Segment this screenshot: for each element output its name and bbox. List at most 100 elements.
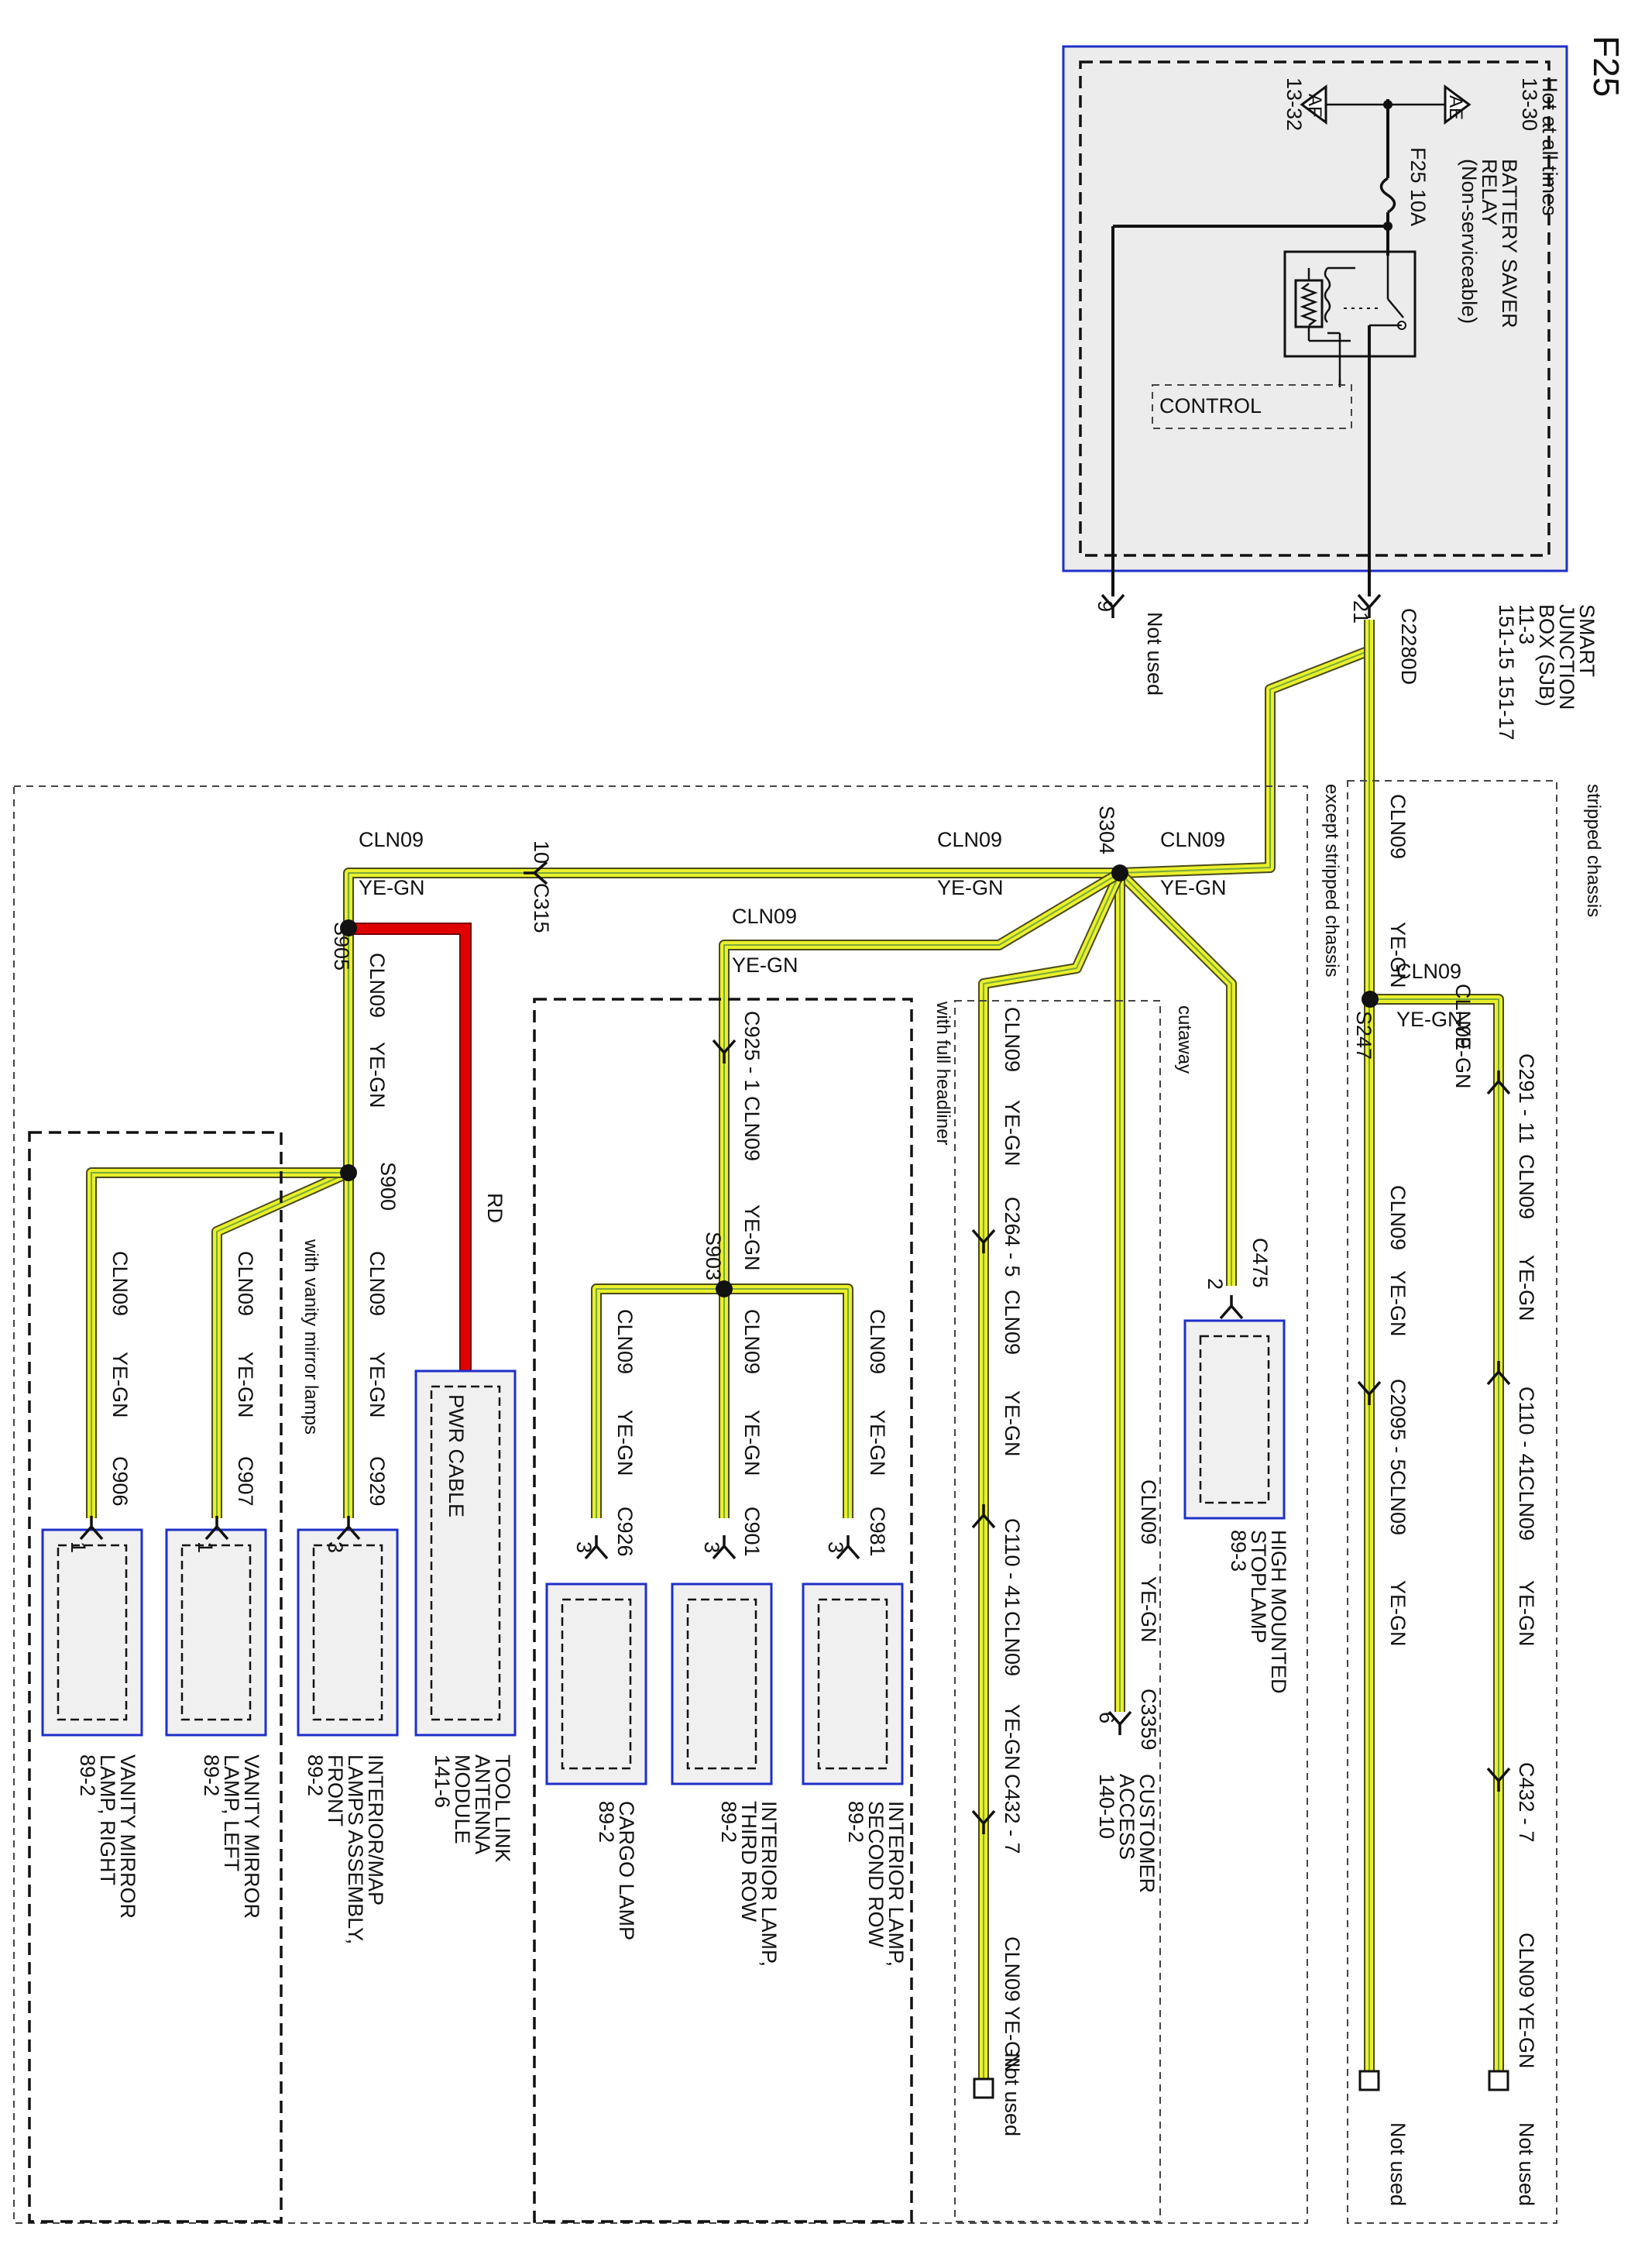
wire-label-circuit: CLN09: [740, 1309, 764, 1374]
hot-at-all-times-label: Hot at all times: [1538, 77, 1561, 216]
c925-label: C925 - 1: [740, 1011, 764, 1091]
wire-label: YE-GN: [359, 876, 425, 899]
wire-label-color: YE-GN: [366, 1352, 389, 1418]
diagram-title: F25: [1586, 36, 1626, 97]
wire-label-circuit: CLN09: [1001, 1007, 1024, 1072]
wire-label-color: YE-GN: [1386, 922, 1410, 988]
c2280d-label: C2280D: [1397, 608, 1420, 685]
except-stripped-label: except stripped chassis: [1321, 784, 1342, 977]
vanity-mirror-label: with vanity mirror lamps: [300, 1239, 321, 1435]
wire-label-color: YE-GN: [1001, 1390, 1024, 1457]
svg-text:11-3: 11-3: [1515, 604, 1538, 644]
wire-s900-to-c906: [86, 1167, 349, 1518]
c981-connector: [836, 1535, 860, 1560]
s247-label: S247: [1352, 1011, 1375, 1060]
svg-text:MODULE: MODULE: [451, 1754, 474, 1844]
c906-label: C906: [108, 1456, 132, 1507]
svg-text:89-2: 89-2: [717, 1801, 740, 1843]
wire-label-color: YE-GN: [1001, 1704, 1024, 1771]
c907-pin-1-label: 1: [194, 1541, 217, 1553]
c264-label: C264 - 5: [1001, 1197, 1024, 1277]
relay-switch-icon: [1387, 298, 1404, 318]
battery-saver-relay: [1283, 250, 1417, 358]
wire-label: YE-GN: [1160, 876, 1227, 899]
full-headliner-label: with full headliner: [932, 1001, 953, 1145]
wire-label-rd: RD: [483, 1193, 507, 1223]
af-ref-label: 13-32: [1283, 77, 1306, 131]
wire-label-color: YE-GN: [1515, 1580, 1538, 1647]
wire-label-circuit: CLN09: [1001, 1611, 1024, 1676]
c3359-pin-6-label: 6: [1095, 1712, 1118, 1723]
fuse-label: F25 10A: [1406, 147, 1430, 226]
svg-text:89-2: 89-2: [844, 1801, 867, 1843]
c110-cutaway-connector: [971, 1504, 996, 1529]
wire-label: CLN09: [937, 828, 1002, 851]
wire-label-circuit: CLN09: [366, 953, 389, 1018]
af-label: AF: [1304, 94, 1325, 118]
wire-label-circuit: CLN09: [234, 1251, 257, 1316]
rd-wire: [353, 924, 470, 1373]
wire-label-color: YE-GN: [1451, 1022, 1475, 1089]
svg-text:(Non-serviceable): (Non-serviceable): [1458, 159, 1481, 324]
c901-connector: [712, 1535, 737, 1560]
wire-label: CLN09: [1396, 960, 1461, 983]
c2095-label: C2095 - 5: [1386, 1379, 1410, 1471]
c929-connector: [336, 1516, 361, 1541]
ae-triangle-icon: [1444, 84, 1471, 125]
svg-text:89-2: 89-2: [304, 1754, 327, 1796]
c926-pin-3-label: 3: [572, 1541, 596, 1553]
wire-label-circuit: CLN09: [366, 1251, 389, 1316]
c264-connector: [971, 1228, 996, 1253]
wire-s247-to-c291: [1370, 994, 1504, 2076]
not-used-stripped-label: Not used: [1386, 2122, 1410, 2206]
cutaway-region: [954, 1000, 1161, 2222]
wire-s304-to-c264: [978, 871, 1125, 2084]
stripped-chassis-label: stripped chassis: [1583, 784, 1604, 917]
c2095-connector: [1357, 1380, 1382, 1405]
s900-label: S900: [376, 1162, 400, 1211]
wire-label-color: YE-GN: [740, 1204, 764, 1271]
svg-text:CUSTOMER: CUSTOMER: [1135, 1774, 1159, 1893]
c929-pin-3-label: 3: [324, 1541, 347, 1553]
wire-s903-to-c926: [591, 1283, 724, 1518]
c906-connector: [79, 1516, 104, 1541]
s304-label: S304: [1095, 806, 1118, 854]
ae-ref-label: 13-30: [1518, 77, 1541, 131]
stripped-chassis-region: [1347, 780, 1557, 2224]
svg-text:LAMP, RIGHT: LAMP, RIGHT: [96, 1754, 119, 1885]
svg-text:INTERIOR LAMP,: INTERIOR LAMP,: [757, 1801, 781, 1967]
svg-text:BOX (SJB): BOX (SJB): [1535, 604, 1558, 706]
c907-connector: [204, 1516, 229, 1541]
c2280d-pin21-connector: [1357, 593, 1382, 618]
c906-pin-1-label: 1: [67, 1541, 90, 1553]
c926-connector: [584, 1535, 609, 1560]
wire-label: YE-GN: [1396, 1008, 1463, 1031]
component-tool-link-antenna: [414, 1369, 517, 1737]
c291-label: C291 - 11: [1515, 1053, 1538, 1144]
wire-label-color: YE-GN: [1137, 1576, 1160, 1643]
splice-s903: [716, 1280, 733, 1297]
vanity-region: [28, 1131, 283, 2223]
ae-label: AE: [1445, 95, 1466, 120]
c925-connector: [712, 1039, 737, 1064]
c432-stripped-connector: [1486, 1767, 1511, 1792]
svg-text:SMART: SMART: [1575, 604, 1599, 677]
wire-label-color: YE-GN: [1386, 1580, 1410, 1647]
wire-label-color: YE-GN: [740, 1410, 764, 1476]
svg-text:89-2: 89-2: [200, 1754, 223, 1796]
svg-text:INTERIOR/MAP: INTERIOR/MAP: [364, 1754, 387, 1905]
svg-text:HIGH MOUNTED: HIGH MOUNTED: [1267, 1530, 1290, 1694]
wire-s304-to-c925: [719, 868, 1123, 1289]
pin-9-label: 9: [1094, 600, 1117, 612]
svg-text:89-2: 89-2: [76, 1754, 99, 1796]
svg-text:BATTERY SAVER: BATTERY SAVER: [1498, 159, 1521, 328]
svg-text:ACCESS: ACCESS: [1115, 1774, 1138, 1860]
c475-connector: [1219, 1295, 1244, 1320]
c926-label: C926: [613, 1507, 637, 1557]
component-vanity-right: [41, 1528, 143, 1737]
wire-label-color: YE-GN: [366, 1042, 389, 1108]
